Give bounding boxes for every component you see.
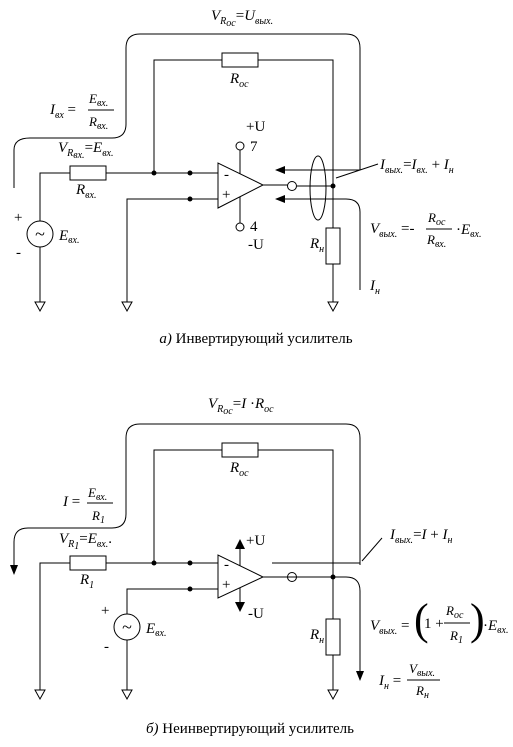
non-inverting-amplifier: ~ VRос=I ·Rос Rос I = Eвх. R1 VR1=Eвх..	[10, 396, 508, 737]
bottom-vroc-formula: VRос=I ·Rос	[208, 396, 274, 417]
top-plus-u: +U	[246, 119, 265, 135]
bottom-in-denominator: Rн	[415, 683, 429, 701]
top-node-feedback	[151, 170, 157, 176]
top-in-label: Iн	[369, 278, 380, 297]
bottom-plus-u-arrow-icon	[235, 539, 245, 549]
bottom-vr1-formula: VR1=Eвх..	[59, 531, 112, 552]
bottom-rn-label: Rн	[309, 627, 324, 646]
bottom-ground-1	[34, 689, 46, 701]
bottom-load-current-arrow	[272, 576, 364, 681]
bottom-roc-resistor	[221, 442, 259, 458]
bottom-source-minus: -	[104, 639, 109, 655]
bottom-roc-label: Rос	[229, 460, 249, 479]
top-source-plus: +	[14, 210, 22, 226]
top-roc-resistor	[221, 52, 259, 68]
bottom-in-numerator: Vвых.	[409, 661, 435, 679]
bottom-source-wave-icon: ~	[122, 617, 132, 637]
top-vout-numerator: Rос	[427, 210, 446, 228]
top-iout-formula: Iвых.=Iвх. + Iн	[379, 157, 454, 176]
top-pin4-terminal	[235, 222, 245, 232]
top-vrin-formula: VRвх.=Eвх.	[58, 140, 113, 161]
top-feedback-current-loop	[13, 33, 361, 188]
top-iin-denominator: Rвх.	[88, 114, 108, 132]
top-current-probe	[309, 155, 327, 221]
bottom-ein-label: Eвх.	[145, 621, 166, 639]
top-iin-numerator: Eвх.	[88, 91, 108, 109]
bottom-vout-formula: Vвых. =	[370, 618, 409, 637]
top-node-plus	[187, 196, 193, 202]
bottom-i-denominator: R1	[91, 508, 105, 526]
bottom-node-minus	[187, 560, 193, 566]
bottom-iout-leader	[361, 537, 383, 562]
top-caption: а) Инвертирующий усилитель	[159, 331, 352, 347]
bottom-r1-label: R1	[79, 572, 94, 591]
top-rn-label: Rн	[309, 236, 324, 255]
bottom-feedback-current-loop	[10, 423, 361, 575]
top-vout-formula: Vвых. =-	[370, 221, 414, 240]
top-arrow-load-current	[275, 195, 361, 290]
inverting-amplifier: ~ VRос=Uвых. Rос Iвх = Eвх.	[13, 8, 481, 347]
top-vroc-formula: VRос=Uвых.	[211, 8, 273, 29]
top-opamp-plus: +	[222, 187, 230, 203]
top-vout-denominator: Rвх.	[426, 232, 446, 250]
bottom-vout-right-paren: )	[470, 595, 485, 644]
bottom-plus-u: +U	[246, 533, 265, 549]
top-minus-u: -U	[248, 237, 264, 253]
bottom-vout-numerator: Rос	[445, 603, 464, 621]
bottom-vout-left-paren: (	[414, 595, 429, 644]
bottom-source-plus: +	[101, 603, 109, 619]
bottom-opamp-plus: +	[222, 577, 230, 593]
bottom-vout-denominator: R1	[449, 628, 463, 646]
top-iin-formula: Iвх =	[49, 102, 76, 121]
top-ground-1	[34, 301, 46, 313]
top-rin-resistor	[69, 165, 107, 181]
top-source-minus: -	[16, 245, 21, 261]
bottom-caption: б) Неинвертирующий усилитель	[146, 721, 354, 737]
bottom-rn-resistor	[325, 618, 341, 656]
top-ein-label: Eвх.	[58, 228, 79, 246]
top-roc-label: Rос	[229, 71, 249, 90]
top-node-minus	[187, 170, 193, 176]
top-source-wave-icon: ~	[35, 224, 45, 244]
bottom-node-plus	[187, 586, 193, 592]
bottom-opamp-minus: -	[224, 557, 229, 573]
top-rn-resistor	[325, 227, 341, 265]
top-pin7-label: 7	[250, 139, 258, 155]
bottom-ground-3	[327, 689, 339, 701]
top-output-terminal	[287, 181, 297, 191]
top-opamp-minus: -	[224, 167, 229, 183]
top-feedback-wire	[153, 59, 334, 186]
top-input-wire	[39, 172, 218, 221]
bottom-i-numerator: Eвх.	[87, 485, 107, 503]
bottom-i-formula: I =	[62, 494, 80, 510]
top-rin-label: Rвх.	[75, 182, 96, 201]
bottom-minus-u-arrow-icon	[235, 602, 245, 612]
top-ground-2	[121, 301, 133, 313]
top-vout-tail: ·Eвх.	[456, 222, 481, 240]
top-pin4-label: 4	[250, 219, 258, 235]
bottom-minus-u: -U	[248, 606, 264, 622]
bottom-iout-formula: Iвых.=I + Iн	[389, 527, 453, 546]
top-iout-leader	[335, 163, 379, 179]
top-pin7-terminal	[235, 141, 245, 151]
bottom-feedback-wire	[153, 449, 334, 576]
bottom-ground-2	[121, 689, 133, 701]
bottom-r1-resistor	[69, 555, 107, 571]
bottom-plus-input-wire	[126, 588, 218, 614]
bottom-vout-one-plus: 1 +	[424, 616, 444, 632]
bottom-node-feedback	[151, 560, 157, 566]
bottom-input-wire	[39, 562, 218, 690]
top-ground-3	[327, 301, 339, 313]
bottom-in-formula: Iн =	[378, 673, 401, 692]
top-plus-input-wire	[126, 198, 218, 302]
bottom-vout-tail: ·Eвх.	[483, 618, 508, 636]
